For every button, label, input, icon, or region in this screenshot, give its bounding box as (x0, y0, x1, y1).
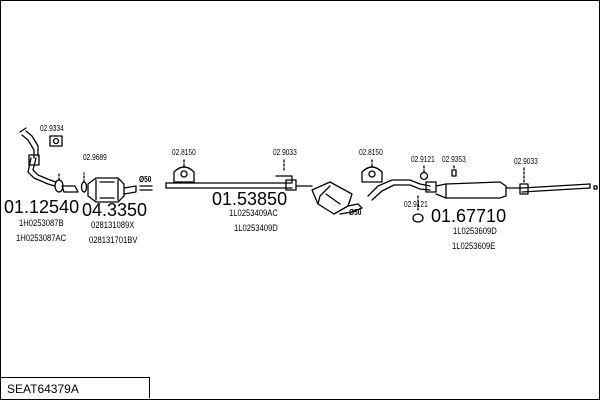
hanger-02-9121-bottom (412, 195, 424, 223)
front-pipe (19, 127, 57, 187)
title-box: SEAT64379A (1, 377, 150, 398)
assembly-number-4: 01.67710 (431, 206, 507, 226)
diameter-label-2: Ø50 (349, 208, 362, 217)
diameter-label-1: Ø50 (139, 175, 152, 184)
oe-ref: 028131089X (91, 220, 135, 230)
oe-ref: 1L0253409D (234, 223, 278, 233)
part-label-02-8150-left: 02.8150 (172, 148, 196, 157)
tail-pipe (519, 167, 598, 195)
part-label-02-8150-right: 02.8150 (359, 148, 383, 157)
catalytic-converter (61, 177, 153, 203)
part-label-02-9353: 02.9353 (442, 155, 466, 164)
oe-ref: 1H0253087B (19, 218, 64, 228)
oe-ref: 028131701BV (89, 235, 138, 245)
clamp-02-8150-left (173, 159, 195, 183)
part-label-02-9033-right: 02.9033 (514, 157, 538, 166)
middle-silencer (295, 181, 363, 215)
part-label-02-9121-top: 02.9121 (411, 155, 435, 164)
part-label-02-9121-bottom: 02.9121 (404, 200, 428, 209)
clamp-02-9033-left (275, 159, 293, 183)
part-label-02-9334: 02.9334 (40, 124, 64, 133)
oe-ref: 1L0253609E (452, 241, 496, 251)
oe-ref: 1L0253409AC (229, 208, 278, 218)
assembly-number-3: 01.53850 (212, 189, 288, 209)
part-label-02-9033-left: 02.9033 (273, 148, 297, 157)
flange-02-9334 (49, 135, 63, 147)
assembly-number-2: 04.3350 (82, 200, 148, 220)
ring-02-9689 (54, 172, 88, 193)
hanger-02-9121-top (419, 165, 429, 181)
oe-ref: 1H0253087AC (16, 233, 67, 243)
oe-ref: 1L0253609D (453, 226, 497, 236)
diagram-title: SEAT64379A (7, 382, 79, 396)
assembly-number-1: 01.12540 (4, 197, 80, 217)
rear-silencer-assembly (367, 179, 523, 201)
clamp-02-8150-right (361, 159, 383, 183)
part-label-02-9689: 02.9689 (83, 153, 107, 162)
hanger-02-9353 (451, 165, 457, 177)
middle-pipe (165, 179, 297, 191)
